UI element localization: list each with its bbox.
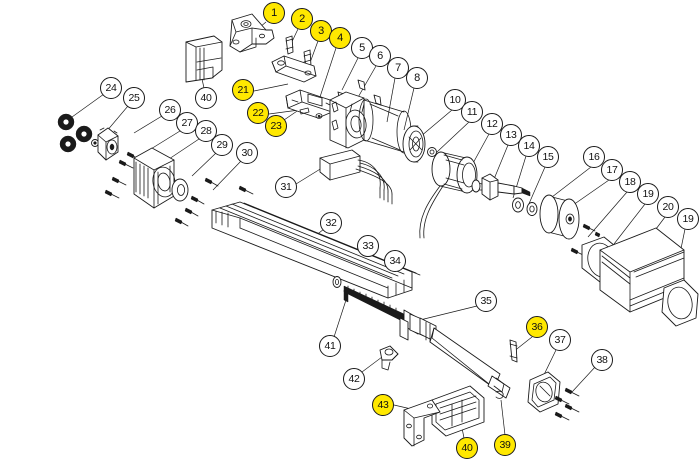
callout-bubble-41[interactable]: 41	[319, 335, 341, 357]
callout-bubble-35[interactable]: 35	[475, 290, 497, 312]
callout-bubble-6[interactable]: 6	[369, 45, 391, 67]
callout-bubble-25[interactable]: 25	[123, 87, 145, 109]
callout-bubble-24[interactable]: 24	[100, 77, 122, 99]
part-key-41	[343, 289, 349, 303]
callout-bubble-7[interactable]: 7	[387, 57, 409, 79]
part-ring-8-10	[402, 125, 426, 163]
callout-bubble-16[interactable]: 16	[583, 146, 605, 168]
part-clip-39	[495, 390, 504, 399]
callout-bubble-33[interactable]: 33	[357, 235, 379, 257]
part-knurled-nut-11	[431, 151, 478, 194]
callout-bubble-12[interactable]: 12	[481, 113, 503, 135]
callout-bubble-15[interactable]: 15	[537, 146, 559, 168]
part-endcap-16	[539, 194, 580, 240]
callout-bubble-31[interactable]: 31	[275, 176, 297, 198]
callout-bubble-32[interactable]: 32	[320, 212, 342, 234]
part-motor-housing-27	[133, 147, 176, 209]
part-rail-32	[211, 201, 421, 299]
callout-bubble-36[interactable]: 36	[526, 316, 548, 338]
callout-bubble-30[interactable]: 30	[236, 142, 258, 164]
screws-group-right-top	[238, 185, 254, 195]
part-plate-40-bottom	[431, 385, 485, 437]
callout-bubble-28[interactable]: 28	[195, 120, 217, 142]
callout-bubble-13[interactable]: 13	[500, 124, 522, 146]
part-actuator-tube-35	[409, 313, 511, 399]
callout-bubble-1[interactable]: 1	[263, 2, 285, 24]
callout-bubble-40[interactable]: 40	[456, 437, 478, 459]
part-pin-36	[509, 339, 518, 363]
part-pin-2	[285, 35, 294, 55]
part-latch-plate-22-23	[285, 89, 333, 119]
part-gasket-19-right	[661, 279, 699, 327]
callout-bubble-27[interactable]: 27	[176, 112, 198, 134]
callout-bubble-39[interactable]: 39	[494, 434, 516, 456]
part-clamp-42	[379, 345, 399, 371]
screws-group-mid	[174, 177, 219, 227]
part-bushing-28	[171, 178, 189, 202]
callout-bubble-37[interactable]: 37	[549, 329, 571, 351]
callout-bubble-20[interactable]: 20	[657, 196, 679, 218]
part-fitting-25-26	[97, 127, 119, 161]
callout-bubble-11[interactable]: 11	[461, 101, 483, 123]
part-lever-21	[271, 55, 317, 83]
callout-bubble-26[interactable]: 26	[159, 99, 181, 121]
part-washer-33	[332, 276, 342, 288]
callout-bubble-3[interactable]: 3	[310, 20, 332, 42]
callout-bubble-43[interactable]: 43	[372, 394, 394, 416]
callout-bubble-29[interactable]: 29	[211, 134, 233, 156]
callout-bubble-8[interactable]: 8	[406, 67, 428, 89]
part-washer-10	[427, 147, 437, 157]
callout-bubble-42[interactable]: 42	[343, 368, 365, 390]
part-rollers-24	[57, 113, 99, 153]
screws-group-left	[104, 151, 142, 199]
callout-bubble-23[interactable]: 23	[265, 115, 287, 137]
callout-bubble-19[interactable]: 19	[637, 183, 659, 205]
screws-group-16	[594, 231, 601, 238]
callout-bubble-17[interactable]: 17	[601, 159, 623, 181]
part-cover-40	[185, 35, 223, 83]
part-cable-31	[319, 149, 393, 205]
part-bracket-43	[403, 399, 441, 447]
part-valve-12-13	[471, 173, 531, 201]
callout-bubble-34[interactable]: 34	[384, 250, 406, 272]
callout-bubble-14[interactable]: 14	[518, 135, 540, 157]
part-housing-5-6	[329, 91, 367, 149]
callout-bubble-18[interactable]: 18	[619, 171, 641, 193]
part-endcap-37	[527, 371, 561, 413]
callout-bubble-10[interactable]: 10	[444, 89, 466, 111]
screws-38	[554, 387, 580, 421]
part-bracket-1	[229, 13, 275, 53]
callout-bubble-4[interactable]: 4	[329, 27, 351, 49]
part-washers-14-15	[512, 197, 538, 216]
bolts-17	[570, 223, 596, 256]
callout-bubble-38[interactable]: 38	[591, 349, 613, 371]
callout-bubble-19[interactable]: 19	[677, 208, 699, 230]
callout-bubble-40[interactable]: 40	[195, 87, 217, 109]
callout-bubble-22[interactable]: 22	[247, 102, 269, 124]
part-tube-20	[599, 227, 685, 313]
callout-bubble-21[interactable]: 21	[232, 79, 254, 101]
callout-bubble-2[interactable]: 2	[291, 8, 313, 30]
